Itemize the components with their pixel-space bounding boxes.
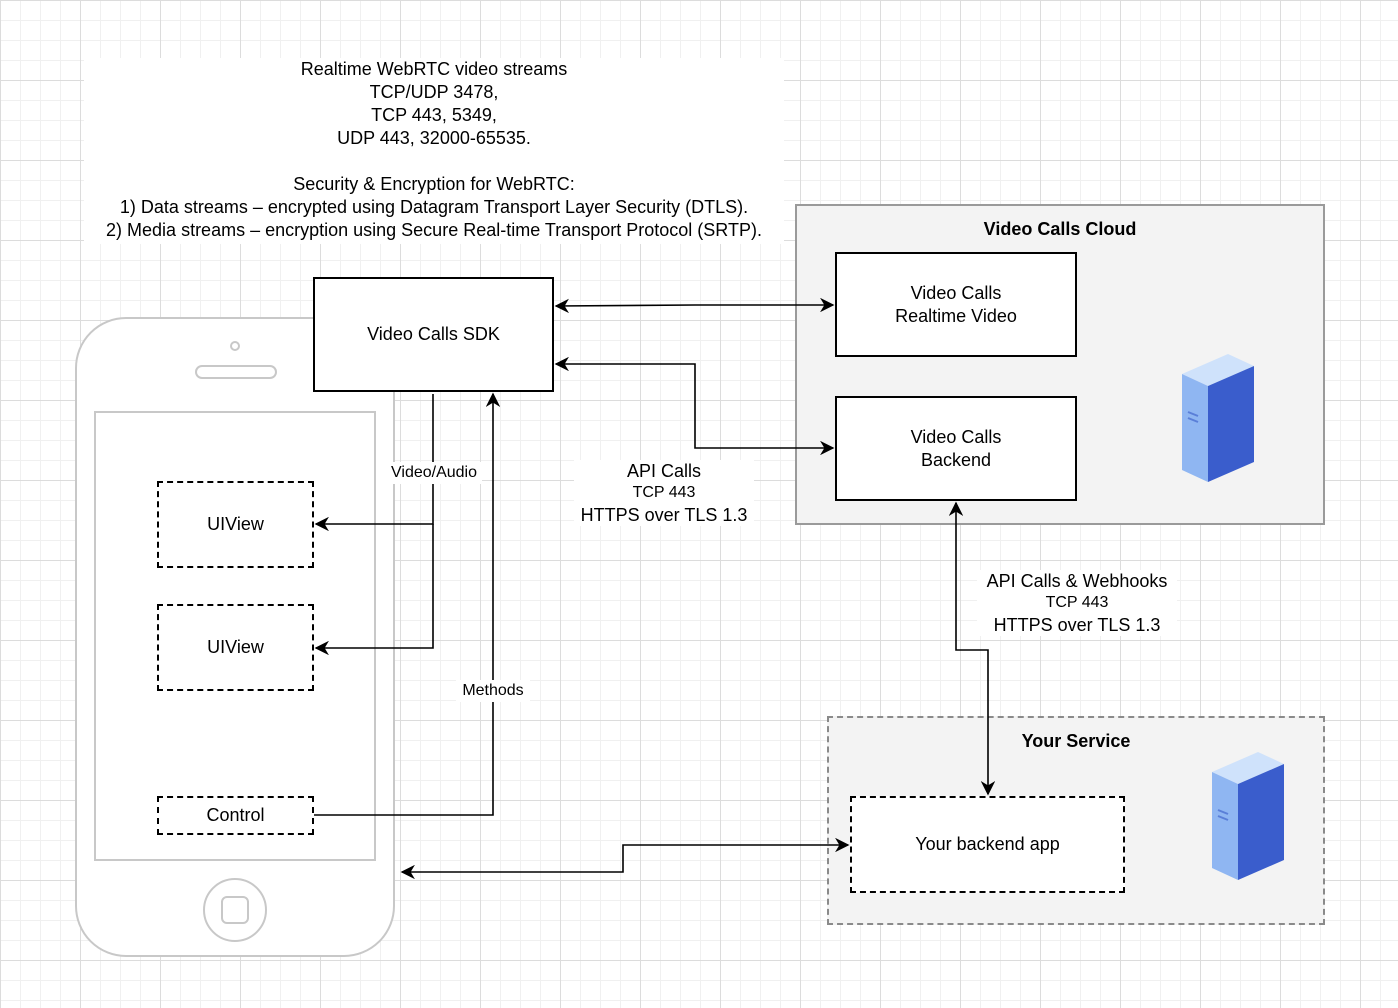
notes-line: UDP 443, 32000-65535. xyxy=(337,128,531,148)
group-title: Video Calls Cloud xyxy=(983,219,1137,239)
label-line: HTTPS over TLS 1.3 xyxy=(580,505,748,525)
box-label-line: Realtime Video xyxy=(895,305,1017,326)
server-icon xyxy=(1212,752,1284,880)
api-webhooks-label: API Calls & Webhooks TCP 443 HTTPS over … xyxy=(977,570,1177,636)
methods-label: Methods xyxy=(456,680,530,702)
box-label-line: Video Calls xyxy=(910,282,1002,303)
notes-line: Realtime WebRTC video streams xyxy=(300,59,568,79)
video-calls-backend-box[interactable]: Video Calls Backend xyxy=(835,396,1077,501)
notes-line: TCP/UDP 3478, xyxy=(369,82,499,102)
sdk-realtime-arrow xyxy=(554,297,835,314)
box-label: UIView xyxy=(207,514,264,534)
video-calls-sdk-box[interactable]: Video Calls SDK xyxy=(313,277,554,392)
api-calls-label: API Calls TCP 443 HTTPS over TLS 1.3 xyxy=(574,460,754,526)
box-label: Control xyxy=(206,805,265,825)
notes-line: 1) Data streams – encrypted using Datagr… xyxy=(119,197,749,217)
sdk-backend-arrow xyxy=(554,356,835,456)
video-audio-arrow xyxy=(314,524,434,656)
server-icon xyxy=(1182,354,1254,482)
phone-service-arrow xyxy=(400,837,850,880)
label-line: TCP 443 xyxy=(1045,594,1109,611)
box-label: Video Calls SDK xyxy=(367,324,500,344)
realtime-video-box[interactable]: Video Calls Realtime Video xyxy=(835,252,1077,357)
notes-line: TCP 443, 5349, xyxy=(371,105,497,125)
control-box[interactable]: Control xyxy=(157,796,314,835)
group-title: Your Service xyxy=(1021,731,1131,751)
notes-line: 2) Media streams – encryption using Secu… xyxy=(106,220,762,240)
video-audio-arrow xyxy=(314,394,434,532)
webrtc-notes: Realtime WebRTC video streams TCP/UDP 34… xyxy=(84,58,784,244)
uiview-box[interactable]: UIView xyxy=(157,604,314,691)
video-audio-label: Video/Audio xyxy=(386,462,482,484)
box-label-line: Backend xyxy=(920,449,992,470)
label-line: TCP 443 xyxy=(632,484,696,501)
box-label-line: Video Calls xyxy=(910,426,1002,447)
uiview-box[interactable]: UIView xyxy=(157,481,314,568)
box-label: UIView xyxy=(207,637,264,657)
label-line: API Calls xyxy=(626,461,702,481)
label-line: HTTPS over TLS 1.3 xyxy=(993,615,1161,635)
methods-arrow xyxy=(314,392,501,816)
backend-service-arrow xyxy=(948,501,996,796)
notes-line: Security & Encryption for WebRTC: xyxy=(293,174,575,194)
box-label: Your backend app xyxy=(915,834,1060,854)
label-line: API Calls & Webhooks xyxy=(986,571,1168,591)
your-backend-app-box[interactable]: Your backend app xyxy=(850,796,1125,893)
